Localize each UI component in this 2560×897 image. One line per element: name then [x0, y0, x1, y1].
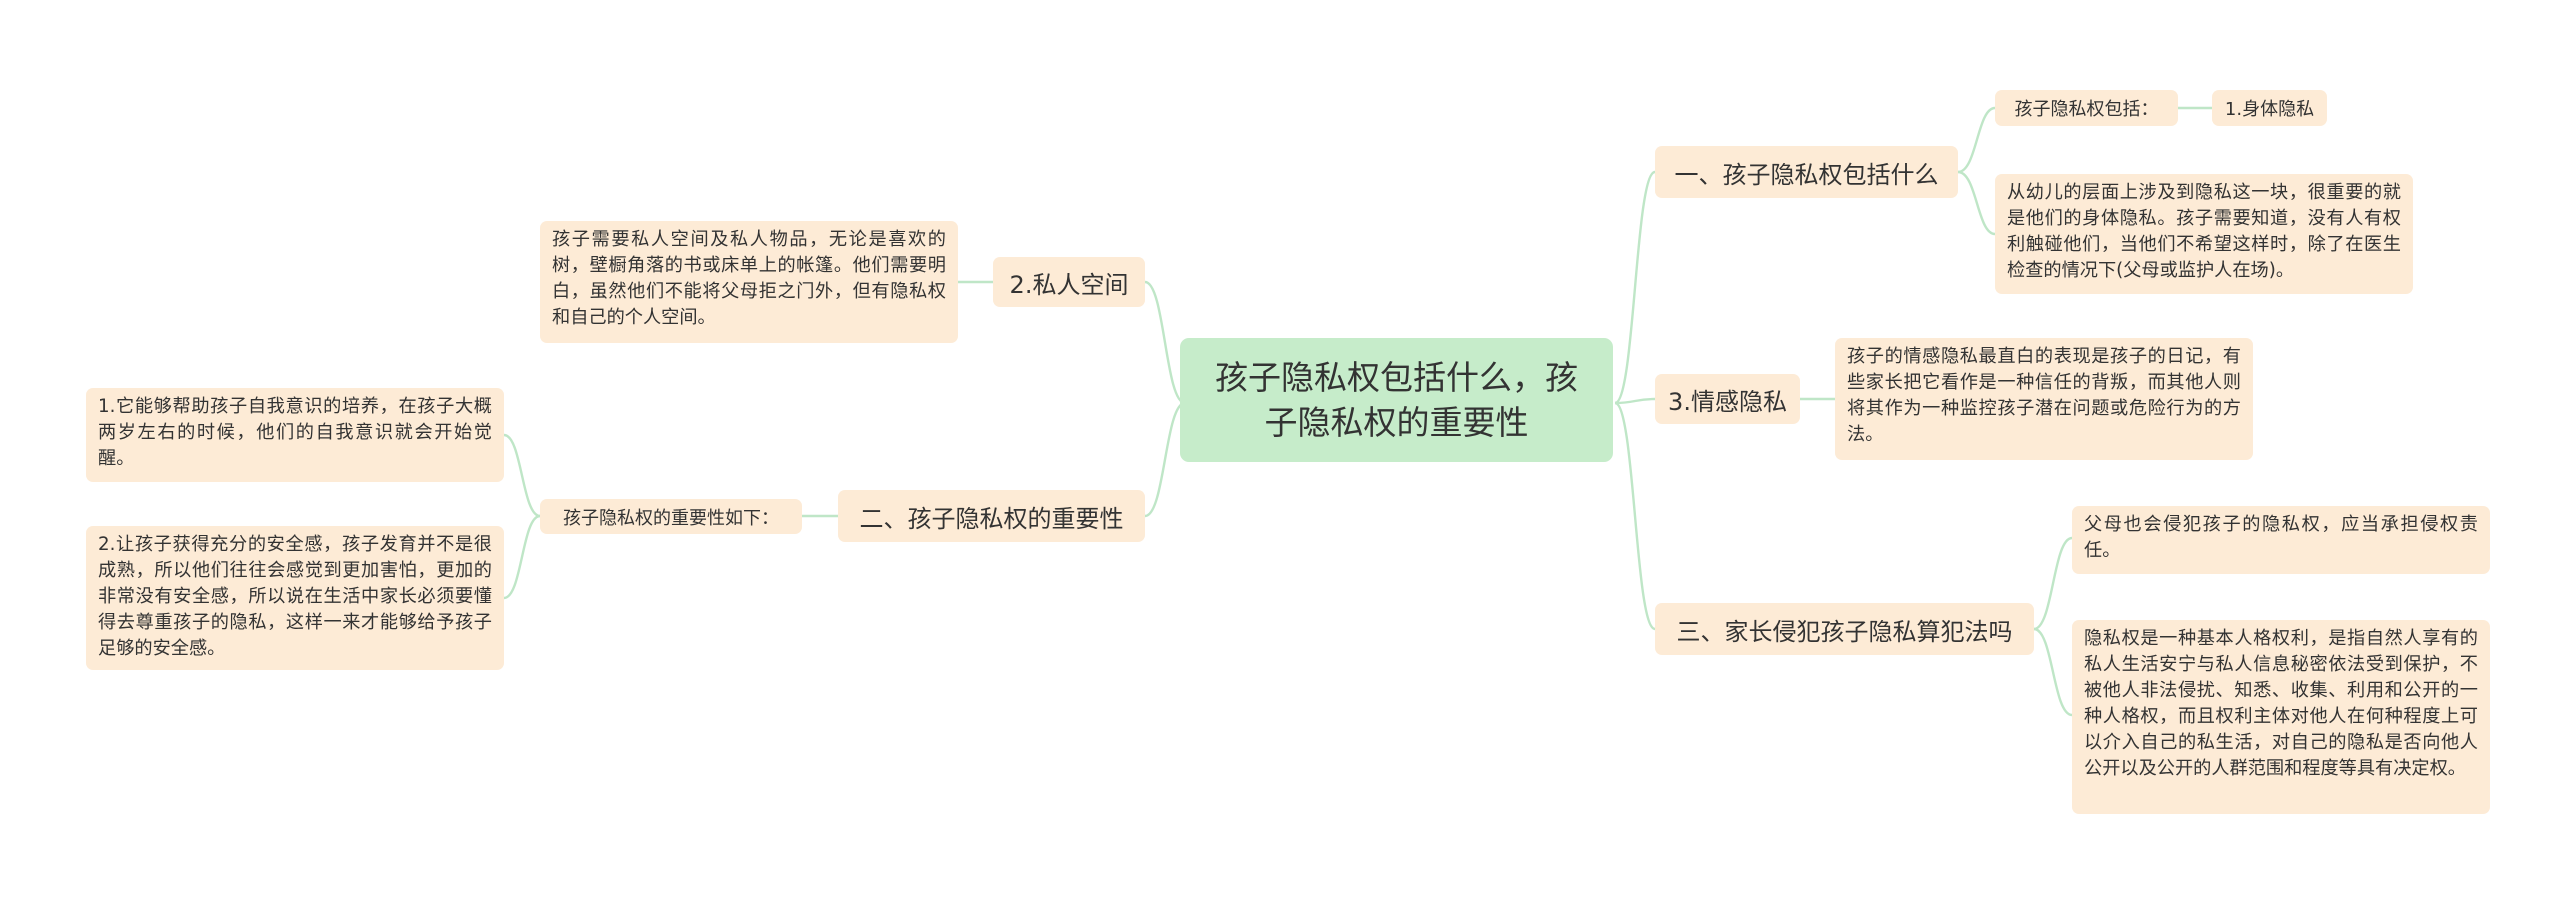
root-topic[interactable]: 孩子隐私权包括什么，孩子隐私权的重要性 — [1180, 338, 1613, 462]
link-root-emotional — [1614, 397, 1656, 405]
link-root-private-space — [1144, 280, 1186, 405]
importance-intro[interactable]: 孩子隐私权的重要性如下： — [540, 499, 802, 534]
private-space-detail-text: 孩子需要私人空间及私人物品，无论是喜欢的树，壁橱角落的书或床单上的帐篷。他们需要… — [552, 229, 946, 328]
importance-point-1[interactable]: 1.它能够帮助孩子自我意识的培养，在孩子大概两岁左右的时候，他们的自我意识就会开… — [86, 388, 504, 482]
infringement-point-2[interactable]: 隐私权是一种基本人格权利，是指自然人享有的私人生活安宁与私人信息秘密依法受到保护… — [2072, 620, 2490, 814]
body-privacy-node[interactable]: 1.身体隐私 — [2212, 90, 2327, 126]
link-root-includes — [1614, 170, 1656, 405]
importance-point-2-text: 2.让孩子获得充分的安全感，孩子发育并不是很成熟，所以他们往往会感觉到更加害怕，… — [98, 534, 492, 659]
root-topic-text: 孩子隐私权包括什么，孩子隐私权的重要性 — [1215, 358, 1578, 442]
topic-includes-label: 一、孩子隐私权包括什么 — [1674, 160, 1939, 189]
link-root-infringement — [1614, 401, 1656, 631]
infringement-point-2-text: 隐私权是一种基本人格权利，是指自然人享有的私人生活安宁与私人信息秘密依法受到保护… — [2084, 628, 2478, 779]
importance-intro-text: 孩子隐私权的重要性如下： — [563, 507, 779, 529]
includes-sub-label-text: 孩子隐私权包括： — [2014, 99, 2159, 120]
link-includes-body-detail — [1957, 170, 1996, 236]
infringement-point-1[interactable]: 父母也会侵犯孩子的隐私权，应当承担侵权责任。 — [2072, 506, 2490, 574]
link-includes-sublabel — [1957, 106, 1996, 174]
topic-private-space[interactable]: 2.私人空间 — [993, 257, 1145, 307]
link-infringement-point-2 — [2033, 627, 2073, 717]
body-privacy-label: 1.身体隐私 — [2224, 99, 2315, 120]
emotional-detail[interactable]: 孩子的情感隐私最直白的表现是孩子的日记，有些家长把它看作是一种信任的背叛，而其他… — [1835, 338, 2253, 460]
topic-infringement[interactable]: 三、家长侵犯孩子隐私算犯法吗 — [1655, 603, 2034, 655]
importance-point-1-text: 1.它能够帮助孩子自我意识的培养，在孩子大概两岁左右的时候，他们的自我意识就会开… — [98, 396, 492, 469]
emotional-detail-text: 孩子的情感隐私最直白的表现是孩子的日记，有些家长把它看作是一种信任的背叛，而其他… — [1847, 346, 2241, 445]
topic-importance-label: 二、孩子隐私权的重要性 — [859, 504, 1124, 533]
body-privacy-detail[interactable]: 从幼儿的层面上涉及到隐私这一块，很重要的就是他们的身体隐私。孩子需要知道，没有人… — [1995, 174, 2413, 294]
private-space-detail[interactable]: 孩子需要私人空间及私人物品，无论是喜欢的树，壁橱角落的书或床单上的帐篷。他们需要… — [540, 221, 958, 343]
link-infringement-point-1 — [2033, 536, 2073, 631]
topic-emotional[interactable]: 3.情感隐私 — [1655, 374, 1800, 424]
topic-emotional-label: 3.情感隐私 — [1668, 387, 1787, 416]
topic-includes[interactable]: 一、孩子隐私权包括什么 — [1655, 146, 1958, 198]
importance-point-2[interactable]: 2.让孩子获得充分的安全感，孩子发育并不是很成熟，所以他们往往会感觉到更加害怕，… — [86, 526, 504, 670]
link-intro-point-2 — [503, 514, 541, 600]
topic-importance[interactable]: 二、孩子隐私权的重要性 — [838, 490, 1145, 542]
link-root-importance — [1144, 401, 1186, 518]
topic-infringement-label: 三、家长侵犯孩子隐私算犯法吗 — [1676, 617, 2013, 646]
includes-sub-label[interactable]: 孩子隐私权包括： — [1995, 90, 2178, 126]
body-privacy-detail-text: 从幼儿的层面上涉及到隐私这一块，很重要的就是他们的身体隐私。孩子需要知道，没有人… — [2007, 182, 2401, 281]
topic-private-space-label: 2.私人空间 — [1009, 270, 1129, 299]
infringement-point-1-text: 父母也会侵犯孩子的隐私权，应当承担侵权责任。 — [2084, 514, 2478, 561]
link-intro-point-1 — [503, 433, 541, 518]
